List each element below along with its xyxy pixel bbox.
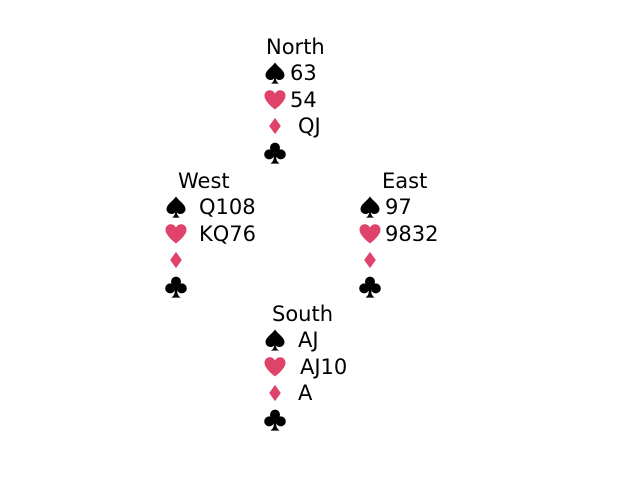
suit-row-spades: 97	[357, 194, 497, 221]
cards-spades: Q108	[199, 195, 256, 220]
suit-row-diamonds	[357, 247, 497, 274]
suit-row-hearts: AJ10	[262, 354, 402, 381]
spade-icon	[163, 194, 189, 220]
diamond-icon	[262, 113, 288, 139]
player-name-west: West	[178, 169, 230, 193]
suit-row-hearts: KQ76	[163, 221, 303, 248]
suit-row-diamonds	[163, 247, 303, 274]
suit-row-hearts: 54	[262, 87, 402, 114]
cards-hearts: KQ76	[199, 221, 257, 246]
suit-row-spades: 63	[262, 60, 402, 87]
player-name-east: East	[382, 169, 428, 193]
suit-row-diamonds: A	[262, 380, 402, 407]
heart-icon	[163, 221, 189, 247]
cards-spades: 63	[290, 61, 317, 86]
club-icon	[262, 140, 288, 166]
suit-row-clubs	[262, 140, 402, 167]
player-name-north: North	[266, 35, 325, 59]
diamond-icon	[163, 247, 189, 273]
diamond-icon	[262, 380, 288, 406]
hand-north: North 63 54 QJ	[262, 34, 402, 166]
heart-icon	[357, 221, 383, 247]
diamond-icon	[357, 247, 383, 273]
heart-icon	[262, 87, 288, 113]
suit-row-spades: AJ	[262, 327, 402, 354]
club-icon	[357, 274, 383, 300]
cards-diamonds: QJ	[298, 114, 321, 139]
suit-row-hearts: 9832	[357, 221, 497, 248]
suit-row-clubs	[357, 274, 497, 301]
player-name-south: South	[272, 302, 334, 326]
heart-icon	[262, 354, 288, 380]
hand-east: East 97 9832	[357, 168, 497, 300]
club-icon	[163, 274, 189, 300]
spade-icon	[262, 327, 288, 353]
cards-spades: AJ	[298, 328, 319, 353]
spade-icon	[262, 60, 288, 86]
club-icon	[262, 407, 288, 433]
cards-hearts: 9832	[385, 221, 439, 246]
suit-row-clubs	[262, 407, 402, 434]
suit-row-clubs	[163, 274, 303, 301]
suit-row-diamonds: QJ	[262, 113, 402, 140]
hand-south: South AJ AJ10 A	[262, 301, 402, 433]
spade-icon	[357, 194, 383, 220]
cards-spades: 97	[385, 195, 412, 220]
hand-west: West Q108 KQ76	[163, 168, 303, 300]
cards-diamonds: A	[298, 381, 313, 406]
suit-row-spades: Q108	[163, 194, 303, 221]
cards-hearts: AJ10	[300, 354, 348, 379]
cards-hearts: 54	[290, 87, 317, 112]
